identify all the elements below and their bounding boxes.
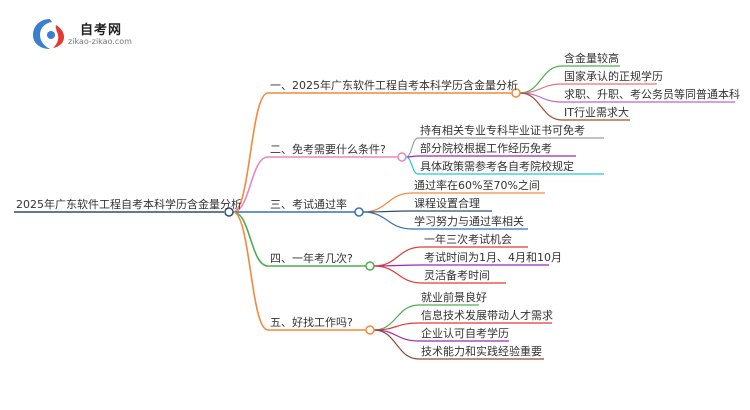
leaf-connector [362, 192, 413, 213]
leaf-node-label[interactable]: 灵活备考时间 [424, 269, 490, 282]
leaf-connector [373, 265, 423, 284]
leaf-node-label[interactable]: 学习努力与通过率相关 [414, 215, 524, 228]
branch-node-circle [365, 261, 375, 271]
leaf-node-label[interactable]: 企业认可自考学历 [421, 327, 509, 340]
leaf-node-label[interactable]: IT行业需求大 [564, 106, 629, 119]
leaf-connector [373, 329, 420, 360]
leaf-node-label[interactable]: 通过率在60%至70%之间 [414, 179, 540, 192]
branch-node-label[interactable]: 三、考试通过率 [270, 198, 347, 211]
leaf-node-label[interactable]: 课程设置合理 [414, 197, 480, 210]
leaf-node-label[interactable]: 一年三次考试机会 [424, 233, 512, 246]
leaf-node-label[interactable]: 求职、升职、考公务员等同普通本科 [564, 88, 740, 101]
leaf-node-label[interactable]: 含金量较高 [564, 52, 619, 65]
site-logo[interactable]: 自考网 zikao-zikao.com [30, 16, 140, 52]
branch-node-circle [397, 152, 407, 162]
branch-connector [232, 92, 269, 213]
logo-mark-icon [33, 19, 64, 49]
logo-url: zikao-zikao.com [68, 37, 132, 46]
leaf-node-label[interactable]: 就业前景良好 [421, 291, 487, 304]
branch-node-label[interactable]: 五、好找工作吗? [270, 316, 353, 329]
leaf-connector [362, 211, 413, 230]
branch-node-label[interactable]: 一、2025年广东软件工程自考本科学历含金量分析 [270, 79, 518, 92]
root-node-circle [224, 207, 234, 217]
branch-node-label[interactable]: 二、免考需要什么条件? [270, 143, 386, 156]
branch-connector [232, 211, 269, 267]
leaf-connector [373, 246, 423, 267]
branch-node-circle [365, 325, 375, 335]
branch-node-circle [354, 207, 364, 217]
leaf-node-label[interactable]: 部分院校根据工作经历免考 [420, 142, 552, 155]
leaf-node-label[interactable]: 国家承认的正规学历 [564, 70, 663, 83]
leaf-connector [405, 137, 419, 158]
leaf-node-label[interactable]: 具体政策需参考各自考院校规定 [420, 160, 574, 173]
branch-connector [232, 156, 269, 213]
branch-node-label[interactable]: 四、一年考几次? [270, 252, 353, 265]
leaf-node-label[interactable]: 持有相关专业专科毕业证书可免考 [420, 124, 585, 137]
leaf-node-label[interactable]: 考试时间为1月、4月和10月 [424, 251, 562, 264]
branch-connector [232, 211, 269, 331]
logo-title: 自考网 [80, 23, 123, 38]
branch-node-circle [511, 88, 521, 98]
leaf-node-label[interactable]: 信息技术发展带动人才需求 [421, 309, 553, 322]
leaf-connector [405, 156, 419, 175]
leaf-connector [519, 92, 563, 121]
root-node-label[interactable]: 2025年广东软件工程自考本科学历含金量分析 [16, 198, 242, 211]
leaf-node-label[interactable]: 技术能力和实践经验重要 [421, 345, 542, 358]
